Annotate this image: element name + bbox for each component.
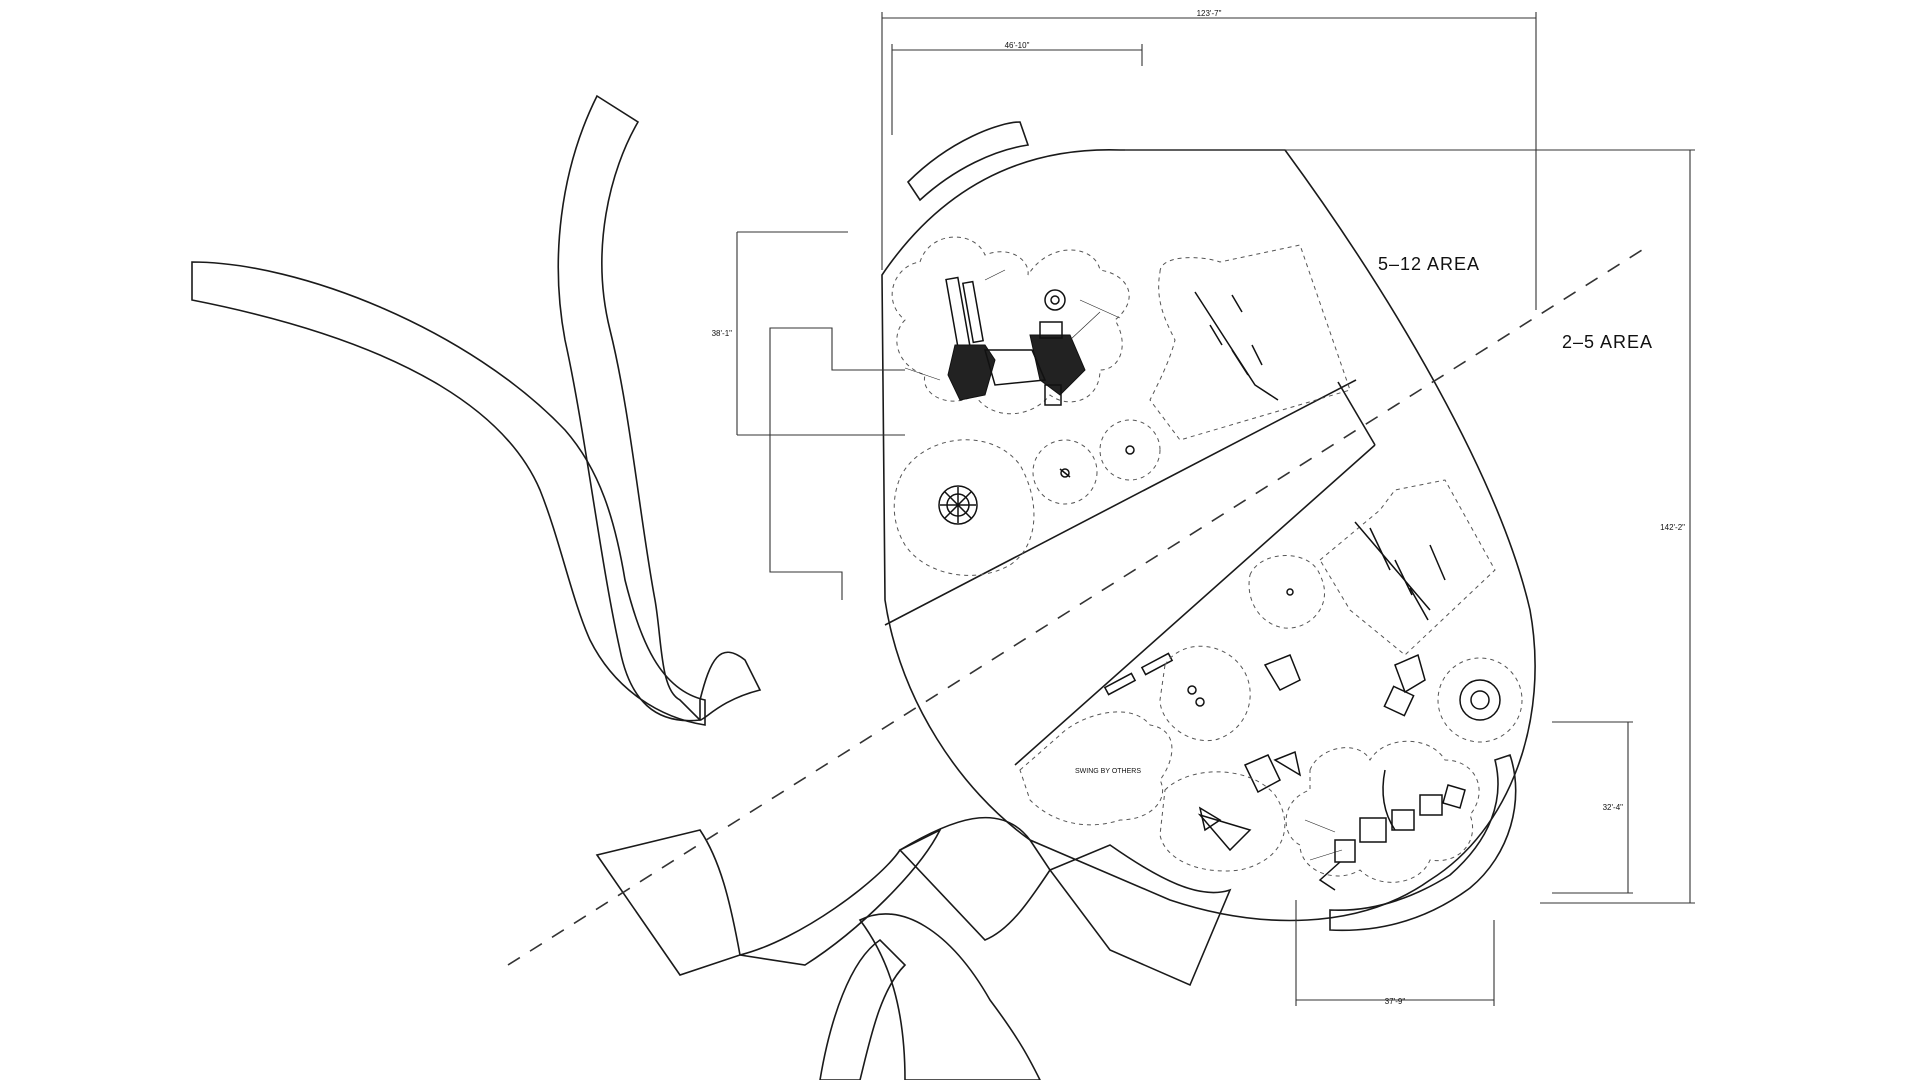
- area-label-5-12: 5–12 AREA: [1378, 254, 1480, 274]
- dim-right-partial: 32'-4": [1603, 803, 1624, 812]
- area-divider-bottom: [1014, 444, 1376, 766]
- sidewalk-paths: [191, 94, 1232, 1080]
- area-label-2-5: 2–5 AREA: [1562, 332, 1653, 352]
- dim-left-height: 38'-1": [712, 329, 733, 338]
- older-area-equipment: [891, 236, 1351, 576]
- dim-top-overall: 123'-7": [1197, 9, 1222, 18]
- playground-boundary: [881, 149, 1536, 922]
- dim-bottom-width: 37'-9": [1385, 997, 1406, 1006]
- dim-top-partial: 46'-10": [1005, 41, 1030, 50]
- border-curbs: [906, 121, 1517, 932]
- dimension-lines: [736, 12, 1695, 1006]
- younger-area-equipment: SWING BY OTHERS: [1019, 479, 1523, 891]
- age-area-divider-dashed: [507, 244, 1651, 966]
- swing-by-others-label: SWING BY OTHERS: [1075, 768, 1141, 775]
- area-divider-top: [884, 379, 1357, 626]
- dim-right-overall: 142'-2": [1660, 523, 1685, 532]
